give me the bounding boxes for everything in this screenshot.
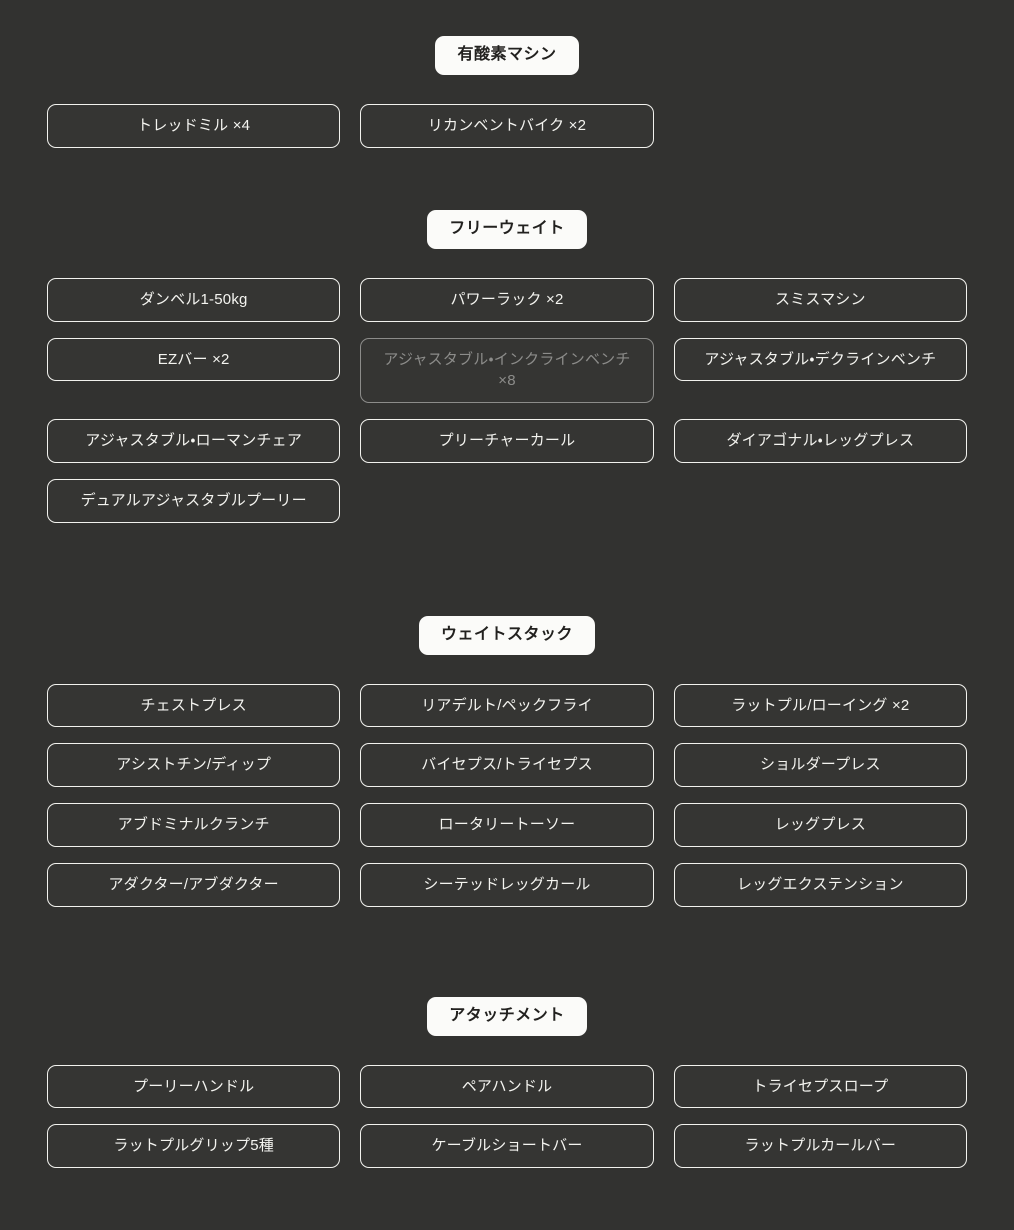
item-grid-weight-stack: チェストプレス リアデルト/ペックフライ ラットプル/ローイング ×2 アシスト… [47,683,967,907]
equipment-item[interactable]: レッグプレス [673,803,967,847]
item-grid-attachment: プーリーハンドル ペアハンドル トライセプスロープ ラットプルグリップ5種 ケー… [47,1064,967,1168]
equipment-item[interactable]: リカンベントバイク ×2 [360,104,654,148]
equipment-item[interactable]: アブドミナルクランチ [47,803,341,847]
equipment-item[interactable]: アシストチン/ディップ [47,743,341,787]
equipment-item[interactable]: チェストプレス [47,683,341,728]
section-header-attachment: アタッチメント [0,996,1014,1036]
item-grid-free-weight: ダンベル1-50kg パワーラック ×2 スミスマシン EZバー ×2 アジャス… [47,277,967,523]
equipment-item[interactable]: ラットプルグリップ5種 [47,1124,341,1168]
equipment-item[interactable]: EZバー ×2 [47,337,341,382]
equipment-item[interactable]: ケーブルショートバー [360,1124,654,1168]
section-weight-stack: ウェイトスタック チェストプレス リアデルト/ペックフライ ラットプル/ローイン… [0,523,1014,907]
equipment-item[interactable]: プーリーハンドル [47,1064,341,1109]
equipment-item[interactable]: トライセプスロープ [673,1064,967,1109]
equipment-item-disabled[interactable]: アジャスタブル・インクラインベンチ ×8 [360,337,654,403]
section-free-weight: フリーウェイト ダンベル1-50kg パワーラック ×2 スミスマシン EZバー… [0,148,1014,523]
equipment-item[interactable]: スミスマシン [673,277,967,322]
section-header-weight-stack: ウェイトスタック [0,615,1014,655]
equipment-item[interactable]: アジャスタブル・デクラインベンチ [673,337,967,382]
equipment-item[interactable]: ラットプル/ローイング ×2 [673,683,967,728]
equipment-item[interactable]: バイセプス/トライセプス [360,743,654,787]
section-header-free-weight: フリーウェイト [0,209,1014,249]
equipment-item[interactable]: デュアルアジャスタブルプーリー [47,478,341,523]
section-title-free-weight: フリーウェイト [427,209,587,249]
equipment-item[interactable]: レッグエクステンション [673,862,967,907]
section-attachment: アタッチメント プーリーハンドル ペアハンドル トライセプスロープ ラットプルグ… [0,907,1014,1168]
equipment-item[interactable]: ラットプルカールバー [673,1124,967,1168]
equipment-item[interactable]: ダンベル1-50kg [47,277,341,322]
equipment-item[interactable]: パワーラック ×2 [360,277,654,322]
section-title-weight-stack: ウェイトスタック [418,615,595,655]
equipment-item[interactable]: アジャスタブル・ローマンチェア [47,419,341,463]
equipment-item[interactable]: リアデルト/ペックフライ [360,683,654,728]
equipment-item[interactable]: アダクター/アブダクター [47,862,341,907]
item-grid-cardio: トレッドミル ×4 リカンベントバイク ×2 [47,104,967,148]
section-cardio: 有酸素マシン トレッドミル ×4 リカンベントバイク ×2 [0,0,1014,148]
equipment-item[interactable]: トレッドミル ×4 [47,104,341,148]
equipment-item[interactable]: シーテッドレッグカール [360,862,654,907]
equipment-item[interactable]: ロータリートーソー [360,803,654,847]
section-title-cardio: 有酸素マシン [435,36,579,75]
equipment-item[interactable]: ペアハンドル [360,1064,654,1109]
equipment-item[interactable]: ダイアゴナル・レッグプレス [673,419,967,463]
equipment-item[interactable]: ショルダープレス [673,743,967,787]
section-header-cardio: 有酸素マシン [0,36,1014,75]
section-title-attachment: アタッチメント [427,996,587,1036]
equipment-item[interactable]: プリーチャーカール [360,419,654,463]
